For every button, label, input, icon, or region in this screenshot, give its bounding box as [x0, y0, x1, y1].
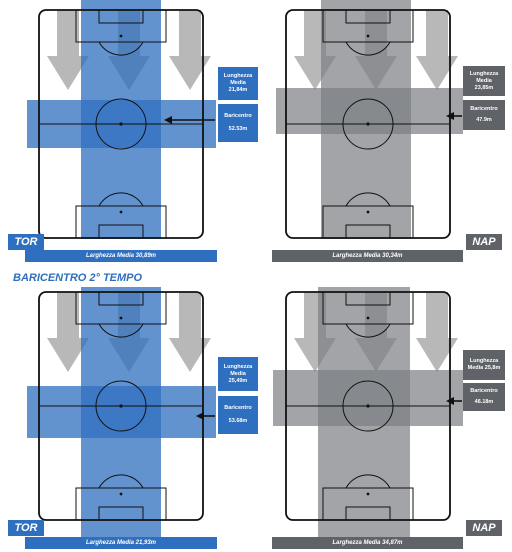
baricentro-arrow-2 — [446, 112, 462, 120]
larghezza-bar-2: Larghezza Media 30,34m — [272, 250, 463, 262]
lunghezza-label-4: Lunghezza Media 25,8m — [467, 358, 501, 371]
team-tag-nap-1: NAP — [466, 234, 502, 250]
pitch-nap-1 — [276, 0, 463, 239]
baricentro-arrow-4 — [446, 397, 462, 405]
pitch-nap-2 — [273, 287, 463, 537]
baricentro-box-2: Baricentro 47.9m — [463, 100, 505, 130]
larghezza-bar-1: Larghezza Media 30,89m — [25, 250, 217, 262]
baricentro-label-3: Baricentro — [224, 405, 252, 411]
baricentro-value-4: 46.18m — [474, 399, 494, 405]
lunghezza-label-1: Lunghezza Media — [223, 73, 253, 86]
pitch-tor-2 — [27, 287, 216, 537]
baricentro-value-3: 53.68m — [228, 418, 248, 424]
baricentro-label-1: Baricentro — [224, 113, 252, 119]
baricentro-label-4: Baricentro — [470, 388, 498, 394]
lunghezza-value-3: 25,49m — [228, 377, 248, 384]
section-title: BARICENTRO 2° TEMPO — [13, 272, 143, 284]
pitch-tor-1 — [27, 0, 216, 239]
lunghezza-value-1: 21,84m — [228, 87, 248, 93]
lunghezza-value-2: 23,85m — [474, 84, 494, 91]
baricentro-box-1: Baricentro 52.53m — [218, 104, 258, 142]
baricentro-box-3: Baricentro 53.68m — [218, 396, 258, 434]
larghezza-bar-3: Larghezza Media 21,93m — [25, 537, 217, 549]
larghezza-bar-4: Larghezza Media 34,87m — [272, 537, 463, 549]
baricentro-value-2: 47.9m — [476, 117, 492, 123]
lunghezza-box-1: Lunghezza Media 21,84m — [218, 67, 258, 100]
lunghezza-box-2: Lunghezza Media 23,85m — [463, 66, 505, 96]
lunghezza-box-4: Lunghezza Media 25,8m — [463, 350, 505, 380]
baricentro-box-4: Baricentro 46.18m — [463, 383, 505, 411]
baricentro-arrow-3 — [196, 412, 215, 420]
lunghezza-box-3: Lunghezza Media 25,49m — [218, 357, 258, 391]
baricentro-label-2: Baricentro — [470, 106, 498, 112]
team-tag-nap-2: NAP — [466, 520, 502, 536]
baricentro-arrow-1 — [164, 116, 215, 124]
team-tag-tor-1: TOR — [8, 234, 44, 250]
lunghezza-label-2: Lunghezza Media — [469, 70, 499, 84]
lunghezza-label-3: Lunghezza Media — [223, 363, 253, 377]
baricentro-value-1: 52.53m — [228, 126, 248, 132]
team-tag-tor-2: TOR — [8, 520, 44, 536]
